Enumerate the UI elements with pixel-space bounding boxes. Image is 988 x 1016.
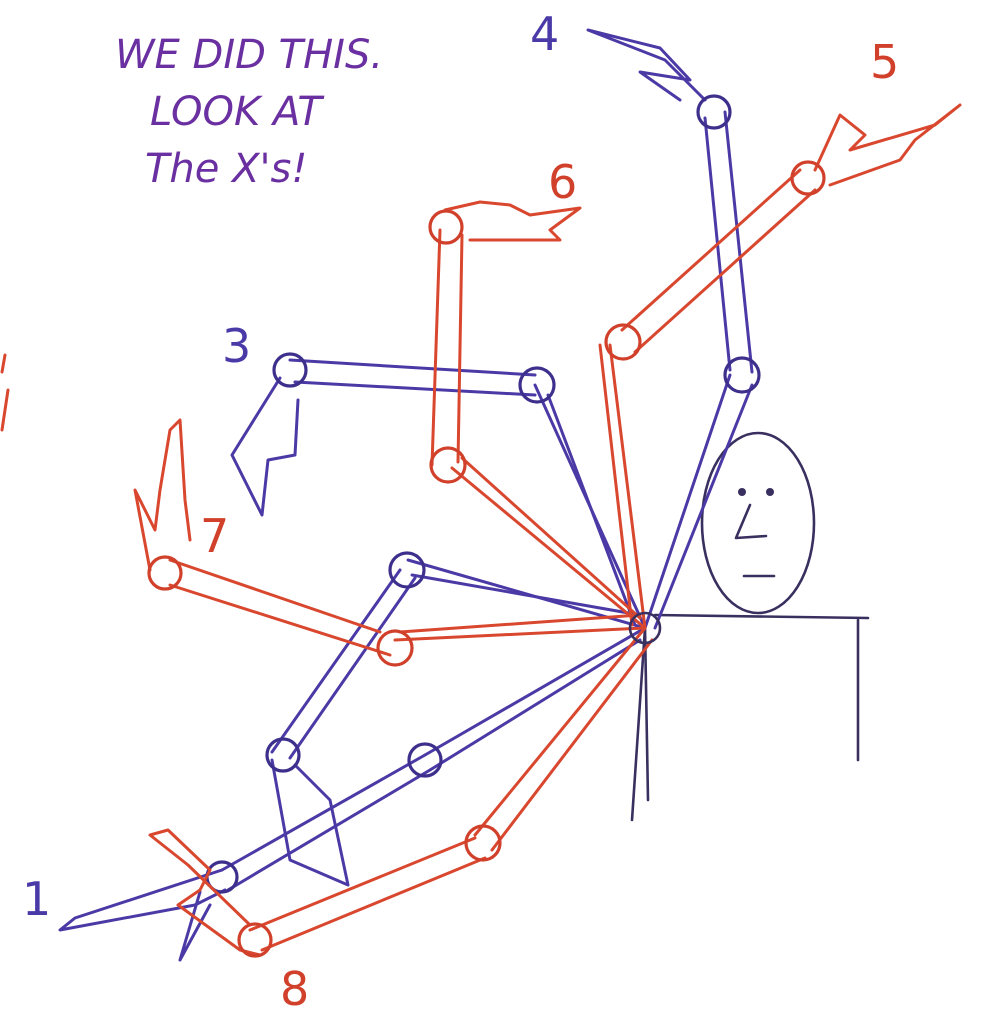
pose-number-5: 5: [870, 35, 899, 89]
upper-arm: [645, 375, 730, 628]
hand-hanging: [232, 378, 298, 515]
arm-pose-2: [267, 553, 645, 885]
arm-pose-8: [150, 628, 652, 956]
pose-number-4: 4: [530, 7, 559, 61]
elbow-joint: [520, 368, 554, 402]
forearm: [272, 570, 400, 752]
forearm: [250, 838, 475, 930]
forearm: [458, 235, 462, 462]
hand-reaching: [815, 105, 960, 185]
handwritten-note: WE DID THIS. LOOK AT The X's!: [115, 32, 383, 192]
upper-arm: [462, 458, 640, 618]
hand-low: [150, 830, 260, 955]
elbow-joint: [390, 553, 424, 587]
upper-arm: [655, 385, 752, 628]
arm-pose-1: [60, 628, 645, 960]
ledge-top: [655, 615, 868, 618]
right-eye-icon: [766, 488, 774, 496]
forearm: [228, 770, 430, 890]
note-line-1: WE DID THIS.: [115, 32, 383, 78]
elbow-joint: [466, 826, 500, 860]
wrist-joint: [149, 557, 181, 589]
forearm: [290, 360, 535, 375]
note-line-3: The X's!: [145, 146, 307, 192]
upper-arm: [430, 640, 640, 770]
wrist-joint: [267, 739, 299, 771]
arm-pose-5: [600, 105, 960, 628]
wrist-joint: [792, 162, 824, 194]
elbow-joint: [431, 448, 465, 482]
forearm: [222, 755, 425, 870]
ledge: [655, 615, 868, 760]
forearm: [295, 382, 535, 395]
figure-head: [702, 433, 814, 613]
forearm: [622, 170, 800, 330]
pose-number-6: 6: [548, 155, 577, 209]
wrist-joint: [430, 211, 462, 243]
hand-up: [135, 420, 190, 570]
nose-icon: [736, 505, 766, 538]
elbow-joint: [378, 631, 412, 665]
hand-down: [272, 760, 348, 885]
forearm: [262, 858, 485, 950]
arm-pose-3: [232, 354, 645, 628]
pose-number-8: 8: [280, 962, 309, 1016]
pose-number-7: 7: [200, 509, 229, 563]
margin-mark: [2, 355, 8, 430]
forearm: [432, 230, 440, 465]
pose-number-3: 3: [222, 319, 251, 373]
left-eye-icon: [738, 488, 746, 496]
pivot-ray: [645, 628, 648, 800]
note-line-2: LOOK AT: [150, 89, 325, 135]
forearm: [170, 585, 390, 655]
forearm: [290, 578, 415, 758]
head-outline: [702, 433, 814, 613]
pose-number-1: 1: [22, 872, 51, 926]
upper-arm: [475, 628, 645, 835]
forearm: [725, 112, 752, 372]
hand-raised: [588, 30, 705, 100]
